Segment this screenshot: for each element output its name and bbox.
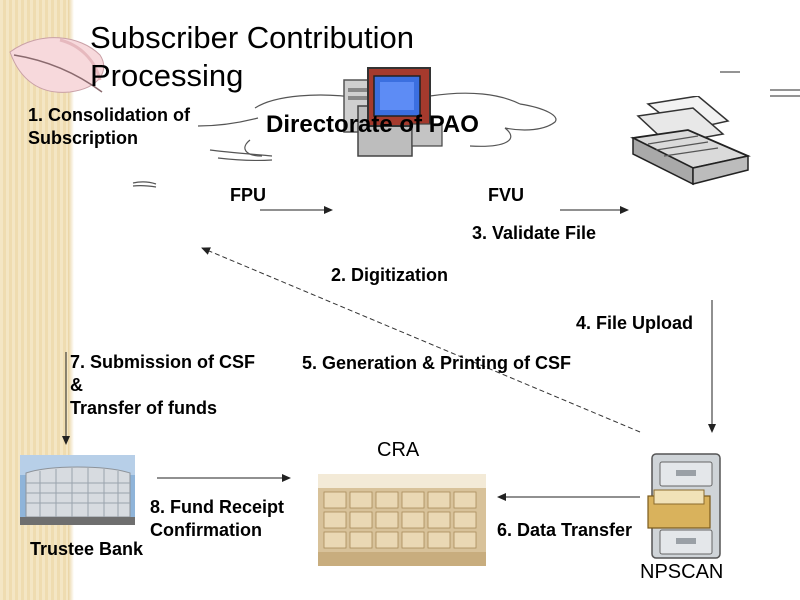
step-7-line2: & — [70, 375, 83, 395]
step-3-label: 3. Validate File — [471, 223, 597, 243]
node-trustee-bank-label: Trustee Bank — [30, 539, 144, 559]
step-7-line1: 7. Submission of CSF — [70, 352, 256, 372]
computer-icon — [343, 67, 443, 157]
cloud-outline — [132, 71, 800, 188]
step-7-line3: Transfer of funds — [70, 398, 218, 418]
step-4-label: 4. File Upload — [576, 313, 694, 333]
cloud-label: Directorate of PAO — [266, 111, 479, 138]
node-fvu-label: FVU — [488, 185, 524, 205]
step-5-label: 5. Generation & Printing of CSF — [302, 353, 572, 373]
trustee-bank-building-image — [20, 455, 135, 525]
cra-archive-image — [318, 474, 486, 566]
node-npscan-label: NPSCAN — [640, 561, 724, 583]
step-1-label: 1. Consolidation of Subscription — [28, 105, 190, 148]
step-8-label: 8. Fund Receipt Confirmation — [150, 497, 285, 540]
left-stripe-edge — [68, 0, 74, 600]
slide-title: Subscriber Contribution Processing — [90, 20, 414, 93]
step-2-label: 2. Digitization — [331, 265, 448, 285]
node-fpu-label: FPU — [230, 185, 266, 205]
quill-decoration — [9, 37, 105, 93]
arrow-dashed-diagonal — [201, 247, 641, 433]
printer-icon — [630, 96, 751, 186]
file-cabinet-icon — [647, 453, 721, 559]
node-cra-label: CRA — [377, 439, 420, 461]
step-6-label: 6. Data Transfer — [497, 520, 633, 540]
